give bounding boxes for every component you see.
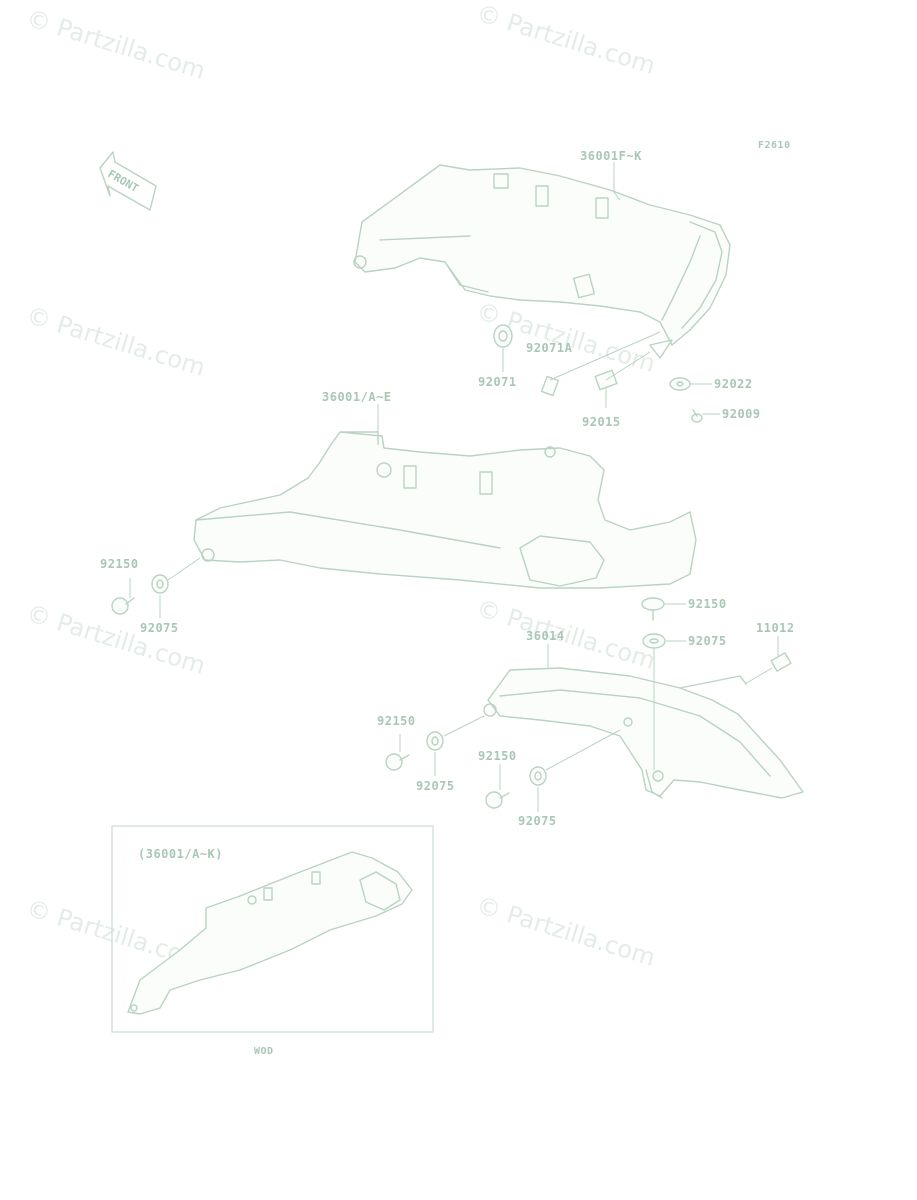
screw-92150-left	[111, 597, 129, 615]
rear-fender	[483, 667, 804, 799]
label-92075-left: 92075	[140, 621, 179, 635]
front-arrow-icon: FRONT	[99, 151, 157, 211]
leader-lines	[129, 162, 779, 812]
damper-92075-right	[642, 633, 666, 649]
damper-92075-fender-left	[426, 731, 444, 751]
grommet-92071	[493, 324, 513, 348]
label-36001f-k: 36001F~K	[580, 149, 642, 163]
label-92009: 92009	[722, 407, 761, 421]
inset-variant-box: (36001/A~K) WOD	[111, 825, 434, 1057]
label-92015: 92015	[582, 415, 621, 429]
label-11012: 11012	[756, 621, 795, 635]
screw-92150-fender-mid	[485, 791, 503, 809]
inset-frame	[111, 825, 434, 1033]
bolt-92009	[691, 413, 703, 423]
damper-92075-fender-mid	[529, 766, 547, 786]
washer-92022	[669, 377, 691, 391]
label-92150-fender-left: 92150	[377, 714, 416, 728]
screw-92150-fender-left	[385, 753, 403, 771]
label-92150-right: 92150	[688, 597, 727, 611]
callout-labels: 36001F~K 92071 92071A 92015 92022 92009 …	[100, 149, 795, 828]
label-92022: 92022	[714, 377, 753, 391]
nut-92071a	[540, 375, 560, 397]
upper-side-cover	[353, 164, 731, 359]
front-arrow-label: FRONT	[106, 167, 142, 195]
label-36014: 36014	[526, 629, 565, 643]
screw-92150-right	[641, 597, 665, 611]
inset-label: WOD	[254, 1046, 274, 1057]
label-92071a: 92071A	[526, 341, 573, 355]
watermark-8: © Partzilla.com	[473, 891, 658, 972]
inset-caption: (36001/A~K)	[138, 847, 223, 861]
inset-side-cover	[127, 851, 413, 1015]
lower-side-cover	[193, 431, 697, 589]
label-36001a-e: 36001/A~E	[322, 390, 392, 404]
label-92075-fender-mid: 92075	[518, 814, 557, 828]
label-92071: 92071	[478, 375, 517, 389]
label-92150-left: 92150	[100, 557, 139, 571]
watermark-3: © Partzilla.com	[23, 301, 208, 382]
diagram-code: F2610	[758, 140, 791, 151]
watermark-6: © Partzilla.com	[473, 594, 658, 675]
watermark-1: © Partzilla.com	[23, 4, 208, 85]
collar-11012	[770, 652, 792, 672]
label-92075-fender-left: 92075	[416, 779, 455, 793]
label-92075-right: 92075	[688, 634, 727, 648]
damper-92075-left	[151, 574, 169, 594]
label-92150-fender-mid: 92150	[478, 749, 517, 763]
watermark-2: © Partzilla.com	[473, 0, 658, 80]
